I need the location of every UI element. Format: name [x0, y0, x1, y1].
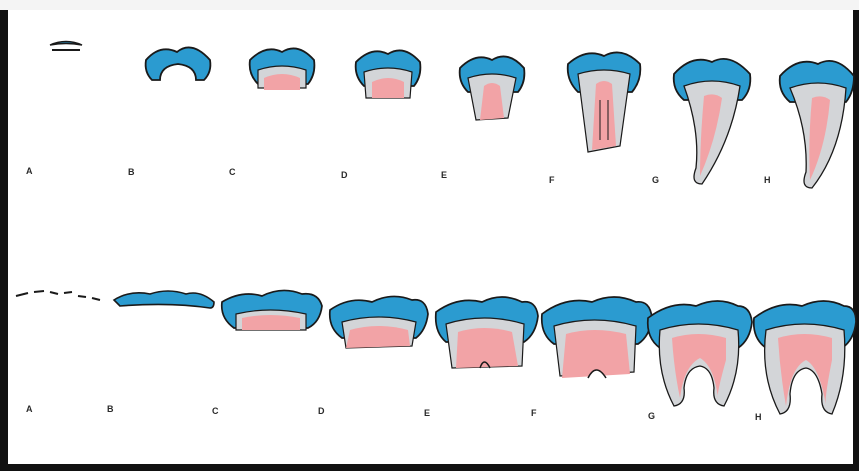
stage-c-top-tooth: [250, 48, 315, 90]
label-top-c: C: [229, 167, 236, 177]
stage-g-bottom-tooth: [648, 301, 752, 406]
label-bottom-e: E: [424, 408, 430, 418]
stage-e-top-tooth: [460, 56, 525, 120]
stage-f-top-tooth: [568, 52, 641, 152]
label-top-g: G: [652, 175, 659, 185]
label-top-f: F: [549, 175, 555, 185]
label-bottom-b: B: [107, 404, 114, 414]
stage-d-top-tooth: [356, 50, 421, 98]
label-top-a: A: [26, 166, 33, 176]
label-top-b: B: [128, 167, 135, 177]
label-top-e: E: [441, 170, 447, 180]
stage-b-bottom-tooth: [114, 291, 214, 308]
top-row: A B C D E F G H: [26, 42, 854, 189]
label-top-h: H: [764, 175, 771, 185]
stage-h-bottom-tooth: [754, 301, 856, 414]
label-bottom-h: H: [755, 412, 762, 422]
label-bottom-g: G: [648, 411, 655, 421]
stage-g-top-tooth: [674, 59, 751, 184]
label-top-d: D: [341, 170, 348, 180]
stage-c-bottom-tooth: [222, 290, 322, 330]
stage-h-top-tooth: [780, 61, 854, 188]
label-bottom-a: A: [26, 404, 33, 414]
stage-f-bottom-tooth: [542, 297, 652, 378]
stage-a-top-tooth: [50, 42, 82, 51]
label-bottom-d: D: [318, 406, 325, 416]
stage-e-bottom-tooth: [436, 297, 538, 368]
stage-d-bottom-tooth: [330, 296, 428, 348]
bottom-row: A B C D E F G H: [16, 290, 856, 422]
label-bottom-c: C: [212, 406, 219, 416]
stage-a-bottom-tooth: [16, 291, 100, 300]
label-bottom-f: F: [531, 408, 537, 418]
stage-b-top-tooth: [146, 48, 211, 81]
